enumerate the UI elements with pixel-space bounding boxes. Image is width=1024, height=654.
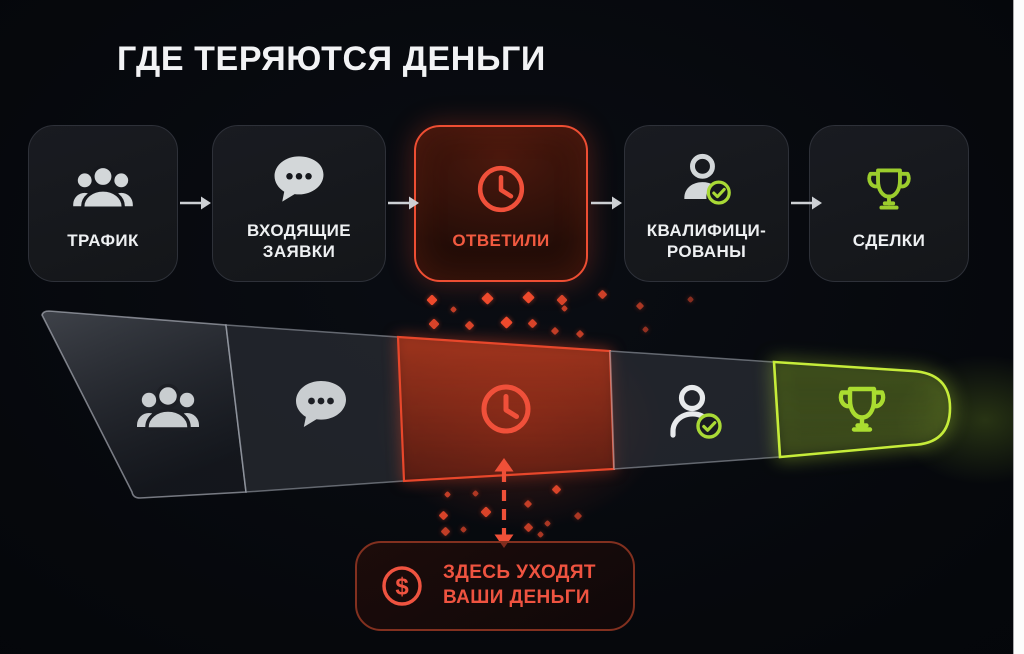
callout-text: ЗДЕСЬ УХОДЯТ ВАШИ ДЕНЬГИ	[443, 562, 596, 608]
people-icon	[72, 159, 134, 219]
funnel-segment-deals	[772, 360, 952, 459]
trophy-icon	[862, 159, 916, 219]
clock-icon	[481, 384, 531, 434]
person-check-icon	[678, 149, 736, 209]
stage-label: ОТВЕТИЛИ	[452, 231, 550, 251]
svg-text:$: $	[395, 573, 409, 600]
arrow-right-icon	[591, 196, 622, 210]
stage-card-traffic: ТРАФИК	[28, 125, 178, 282]
stage-card-deals: СДЕЛКИ	[809, 125, 969, 282]
clock-icon	[472, 159, 530, 219]
page-edge-strip	[1013, 0, 1024, 654]
stage-card-answered: ОТВЕТИЛИ	[414, 125, 588, 282]
people-icon	[137, 383, 199, 431]
page-title: ГДЕ ТЕРЯЮТСЯ ДЕНЬГИ	[117, 40, 546, 78]
chat-icon	[296, 381, 346, 427]
trophy-icon	[838, 386, 886, 432]
stage-card-inbound: ВХОДЯЩИЕ ЗАЯВКИ	[212, 125, 386, 282]
stage-label: КВАЛИФИЦИ- РОВАНЫ	[646, 220, 767, 261]
stage-card-qualified: КВАЛИФИЦИ- РОВАНЫ	[624, 125, 789, 282]
arrow-right-icon	[180, 196, 211, 210]
chat-icon	[270, 149, 328, 209]
stage-label: ТРАФИК	[67, 231, 139, 251]
stage-label: ВХОДЯЩИЕ ЗАЯВКИ	[247, 220, 351, 261]
loss-arrow-icon	[494, 458, 514, 548]
money-loss-callout: $ ЗДЕСЬ УХОДЯТ ВАШИ ДЕНЬГИ	[355, 541, 635, 631]
person-check-icon	[670, 384, 722, 439]
dollar-icon: $	[378, 562, 426, 610]
arrow-right-icon	[388, 196, 419, 210]
stage-label: СДЕЛКИ	[852, 231, 926, 251]
arrow-right-icon	[791, 196, 822, 210]
